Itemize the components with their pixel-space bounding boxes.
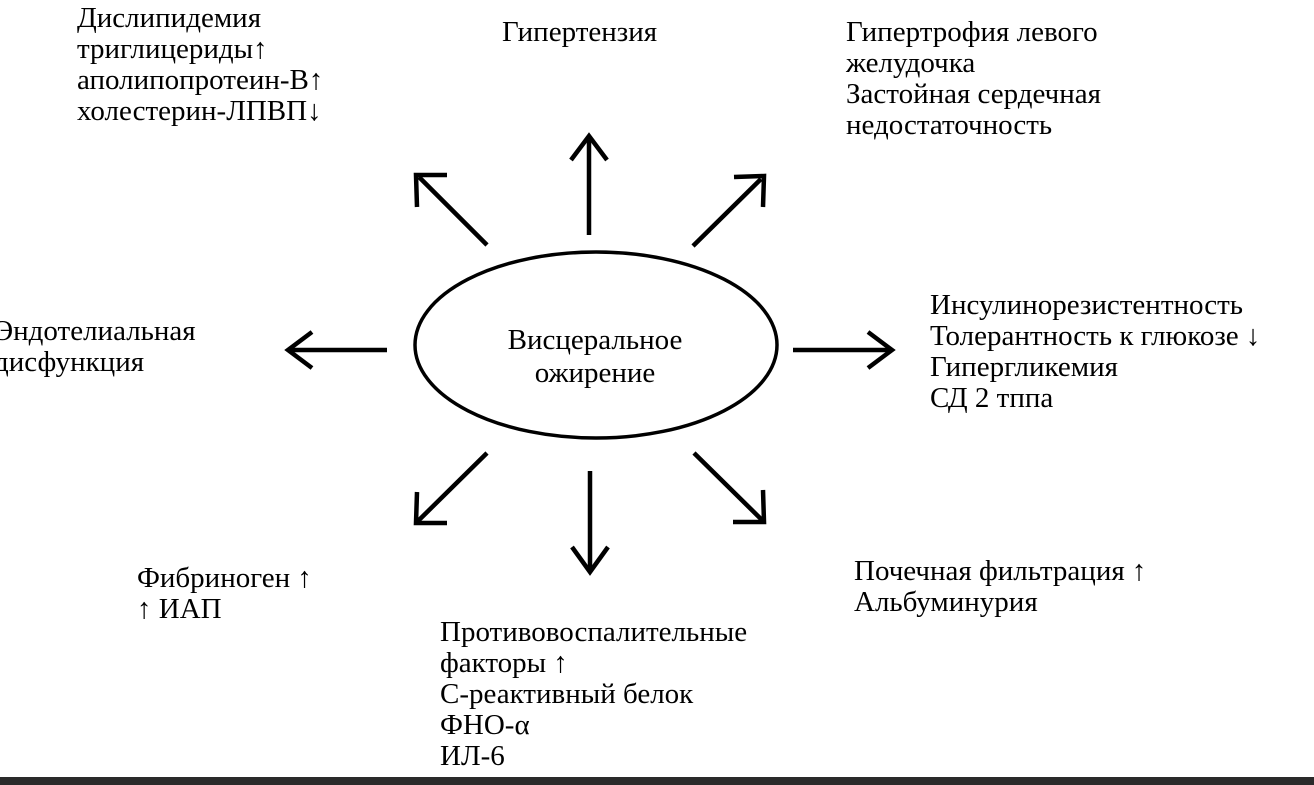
hyperglycemia-line: Гипергликемия <box>930 351 1118 383</box>
hypertension-label: Гипертензия <box>502 17 657 48</box>
center-ellipse <box>413 250 779 440</box>
arrow-down <box>570 471 610 576</box>
renal-label: Почечная фильтрация ↑ Альбуминурия <box>854 556 1146 618</box>
heart-failure-line-2: недостаточность <box>846 109 1053 141</box>
lv-hypertrophy-line-2: желудочка <box>846 47 976 79</box>
fibrinogen-line: Фибриноген ↑ <box>137 562 312 594</box>
arrow-left <box>284 330 387 370</box>
insulin-resistance-line: Инсулинорезистентность <box>930 289 1244 321</box>
hdl-line: холестерин-ЛПВП↓ <box>77 95 322 127</box>
iap-line: ↑ ИАП <box>137 593 222 625</box>
crp-line: С-реактивный белок <box>440 678 694 710</box>
arrow-down-right <box>692 451 767 525</box>
endothelial-label: Эндотелиальная дисфункция <box>0 316 196 378</box>
glucose-tolerance-line: Толерантность к глюкозе ↓ <box>930 320 1261 352</box>
endothelial-line-2: дисфункция <box>0 346 145 378</box>
inflammation-label: Противовоспалительные факторы ↑ С-реакти… <box>440 617 747 772</box>
apolipoprotein-line: аполипопротеин-В↑ <box>77 64 324 96</box>
center-label: Висцеральное ожирение <box>410 324 780 390</box>
arrow-right <box>793 330 896 370</box>
albuminuria-line: Альбуминурия <box>854 586 1038 618</box>
center-line-2: ожирение <box>534 357 656 389</box>
dyslipidemia-label: Дислипидемия триглицериды↑ аполипопротеи… <box>77 3 323 127</box>
arrow-up-right <box>691 173 767 248</box>
heart-failure-line-1: Застойная сердечная <box>846 78 1101 110</box>
inflammation-line-2: факторы ↑ <box>440 647 568 679</box>
lv-hypertrophy-label: Гипертрофия левого желудочка Застойная с… <box>846 17 1101 141</box>
hypertension-line: Гипертензия <box>502 16 658 48</box>
inflammation-line-1: Противовоспалительные <box>440 616 748 648</box>
diabetes-line: СД 2 тппа <box>930 382 1054 414</box>
bottom-border <box>0 777 1314 785</box>
tnf-line: ФНО-α <box>440 709 530 741</box>
triglycerides-line: триглицериды↑ <box>77 33 268 65</box>
arrow-down-left <box>413 451 489 526</box>
arrow-up <box>569 132 609 235</box>
lv-hypertrophy-line-1: Гипертрофия левого <box>846 16 1098 48</box>
arrow-up-left <box>413 172 489 247</box>
dyslipidemia-line: Дислипидемия <box>77 2 262 34</box>
center-line-1: Висцеральное <box>507 324 683 356</box>
insulin-label: Инсулинорезистентность Толерантность к г… <box>930 290 1260 414</box>
renal-filtration-line: Почечная фильтрация ↑ <box>854 555 1147 587</box>
endothelial-line-1: Эндотелиальная <box>0 315 196 347</box>
il6-line: ИЛ-6 <box>440 740 505 772</box>
fibrinogen-label: Фибриноген ↑ ↑ ИАП <box>137 563 312 625</box>
